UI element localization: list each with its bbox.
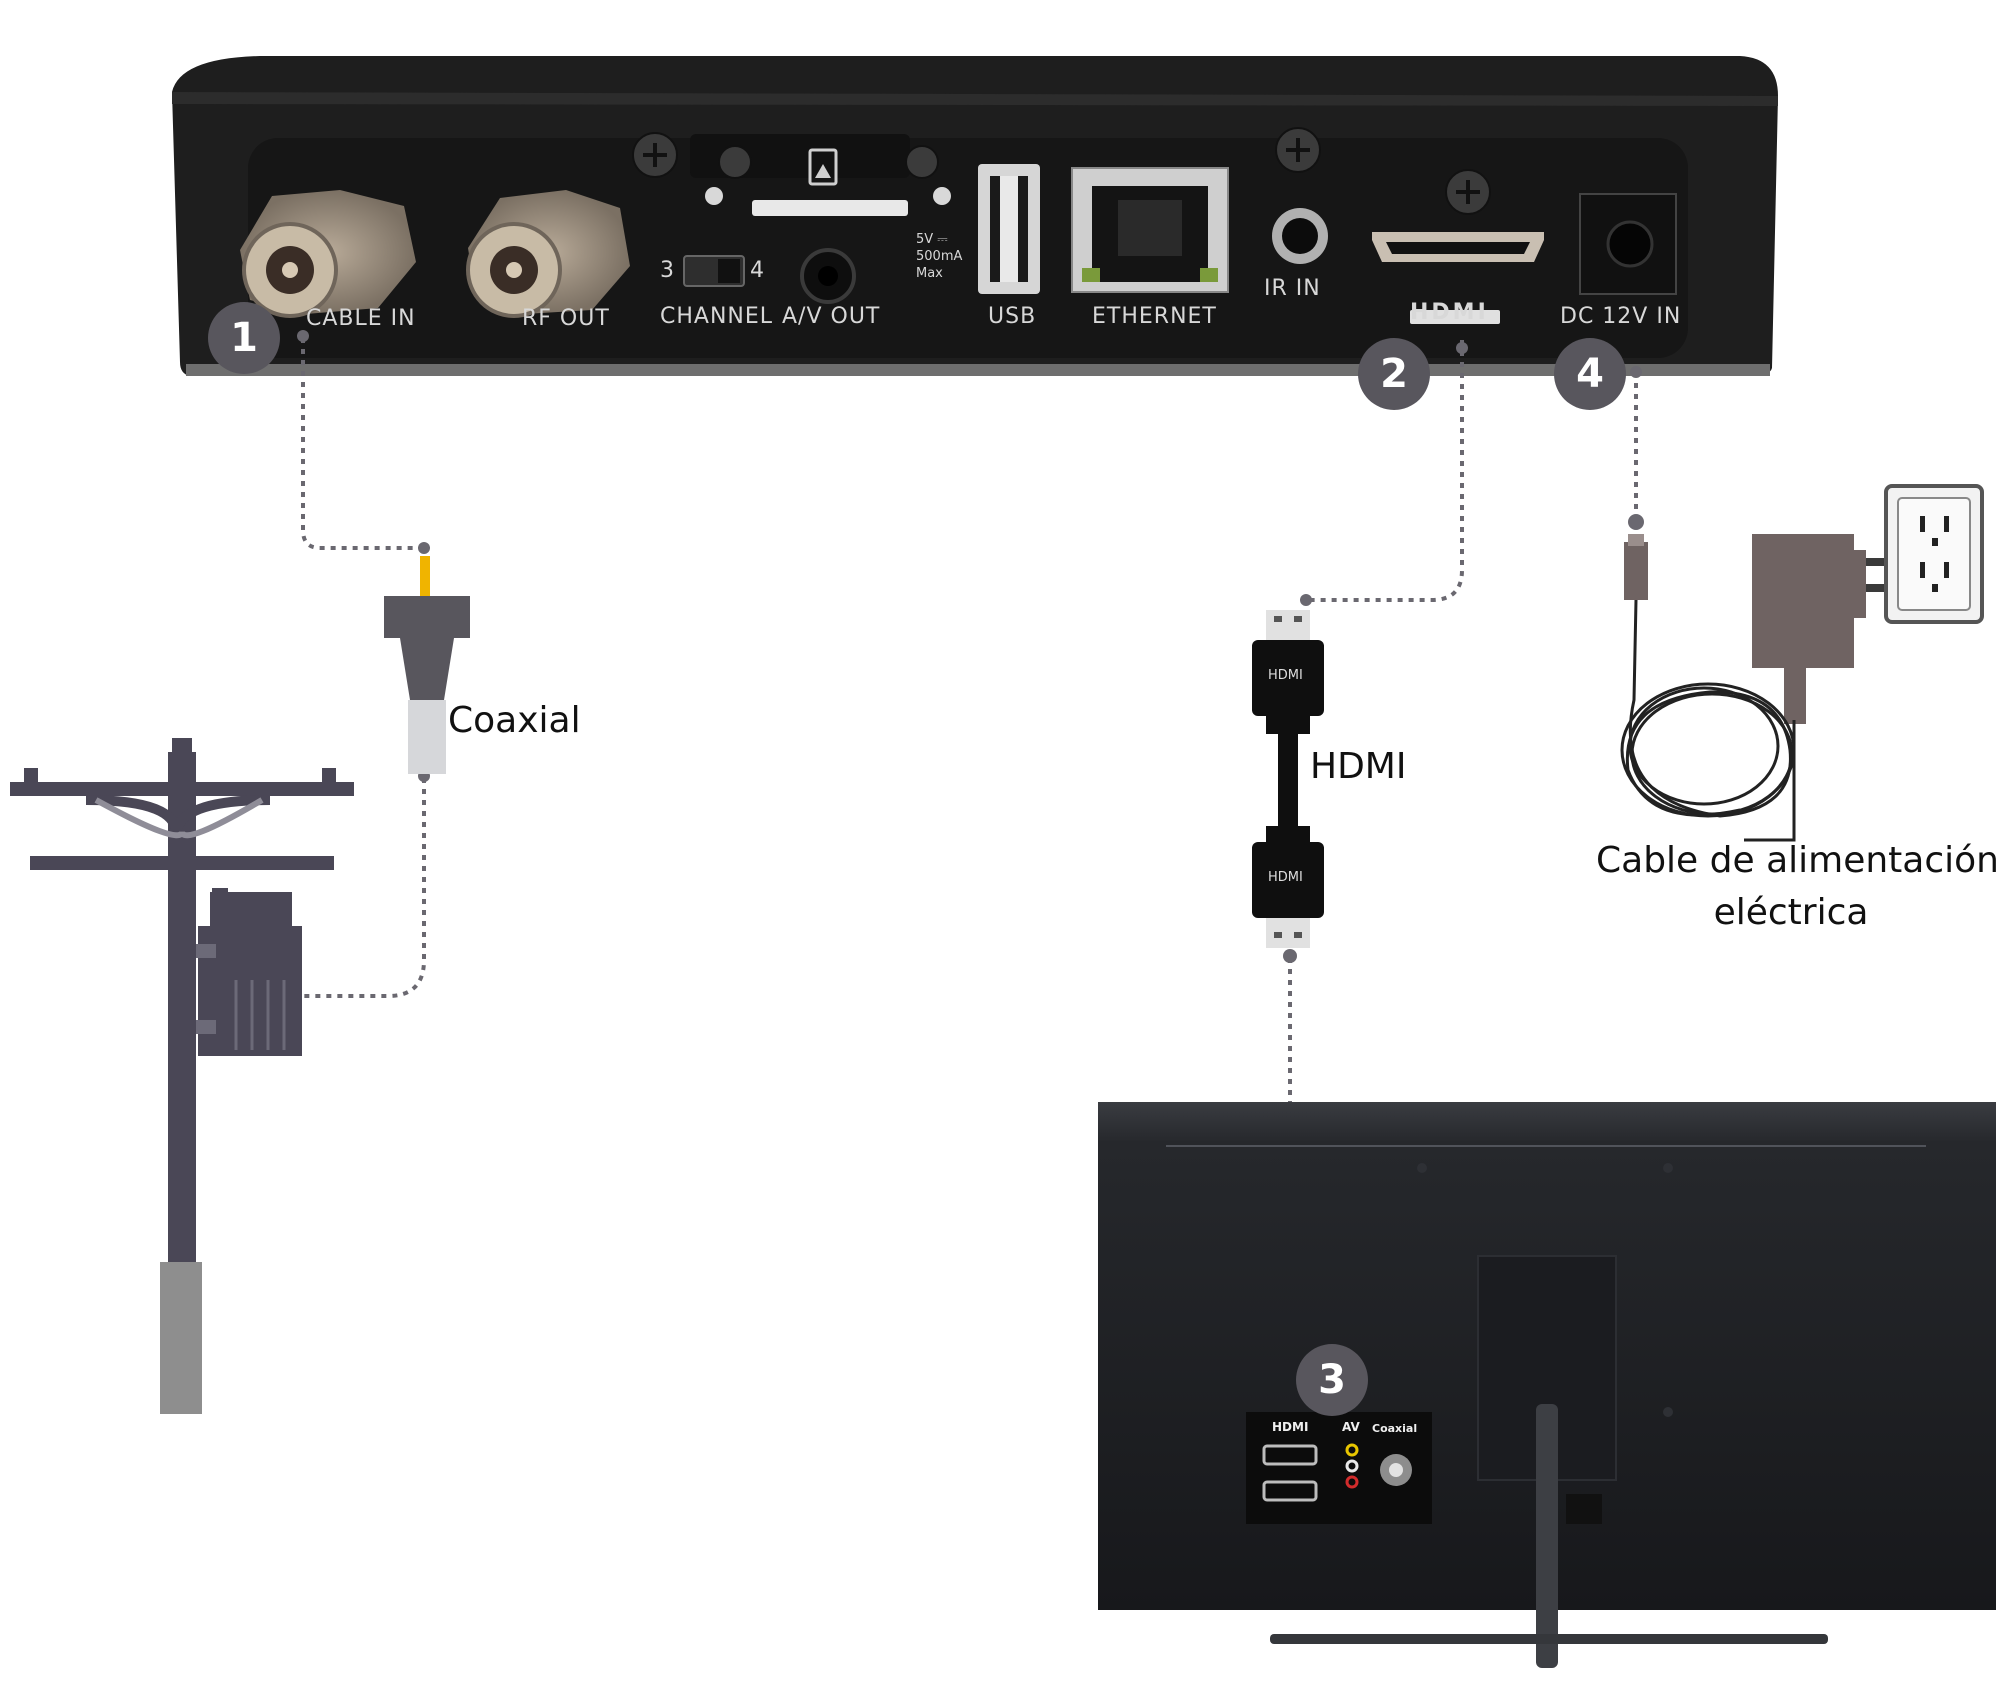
av-out-label: A/V OUT <box>782 304 881 329</box>
hdmi-cable-icon <box>1252 610 1324 948</box>
ethernet-port-icon <box>1071 167 1229 293</box>
power-cable-label-line2: eléctrica <box>1713 892 1869 933</box>
hdmi-logo-icon <box>1410 310 1500 324</box>
wall-outlet-icon <box>1884 484 1984 624</box>
rf-out-connector-icon <box>466 190 630 318</box>
receiver-hdmi-port-icon <box>1372 232 1544 262</box>
hdmi-plug-bottom-label: HDMI <box>1268 870 1303 885</box>
step-badge-3: 3 <box>1296 1344 1368 1416</box>
hdmi-plug-top-label: HDMI <box>1268 668 1303 683</box>
channel-4-label: 4 <box>750 258 765 283</box>
cable-in-connector-icon <box>240 190 416 318</box>
step-badge-2: 2 <box>1358 338 1430 410</box>
ir-in-label: IR IN <box>1264 276 1321 301</box>
led-icon <box>933 187 951 205</box>
power-cable-label-line1: Cable de alimentación <box>1596 840 1999 881</box>
ir-in-jack-icon <box>1272 208 1328 264</box>
rf-out-label: RF OUT <box>522 306 610 331</box>
led-icon <box>705 187 723 205</box>
step-badge-4: 4 <box>1554 338 1626 410</box>
channel-switch-icon <box>683 255 745 287</box>
tv-coaxial-label: Coaxial <box>1372 1422 1418 1435</box>
coaxial-plug-icon <box>384 556 470 774</box>
receiver-hdmi-label: HDMI <box>1410 300 1489 325</box>
tv-av-label: AV <box>1342 1420 1360 1434</box>
usb-max-label: Max <box>916 266 943 281</box>
dc-in-port-icon <box>1579 193 1677 295</box>
channel-label: CHANNEL <box>660 304 774 329</box>
channel-3-label: 3 <box>660 258 675 283</box>
ethernet-label: ETHERNET <box>1092 304 1217 329</box>
usb-power-label: 5V ⎓ <box>916 232 948 247</box>
tv-hdmi-label: HDMI <box>1272 1420 1309 1434</box>
dc-in-label: DC 12V IN <box>1560 304 1682 329</box>
step-badge-1: 1 <box>208 302 280 374</box>
power-cord-coil-icon <box>1620 599 1796 842</box>
cable-in-label: CABLE IN <box>306 306 416 331</box>
sd-card-slot-icon <box>752 148 908 216</box>
coaxial-cable-label: Coaxial <box>448 700 581 741</box>
av-out-jack-icon <box>800 248 856 304</box>
usb-label: USB <box>988 304 1037 329</box>
tv-stand-icon <box>1270 1404 1828 1668</box>
usb-current-label: 500mA <box>916 249 963 264</box>
utility-pole-icon <box>10 738 354 1414</box>
usb-port-icon <box>978 164 1040 294</box>
hdmi-cable-label: HDMI <box>1310 746 1407 787</box>
